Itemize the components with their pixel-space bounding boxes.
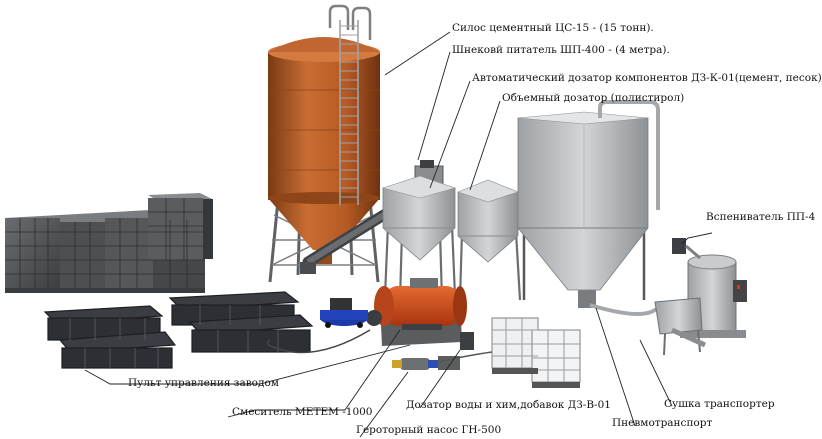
block-stack [5, 218, 60, 288]
label-water-doser: Дозатор воды и хим,добавок ДЗ-В-01 [406, 399, 611, 411]
hose [437, 351, 493, 363]
cement-silo [268, 4, 380, 283]
block-stacks [5, 193, 213, 293]
mixer-machine [366, 278, 467, 346]
block-stack-tall [148, 198, 203, 260]
polystyrene-bin [517, 100, 701, 316]
control-panel [460, 332, 474, 350]
label-control-panel: Пульт управления заводом [128, 377, 279, 389]
plant-diagram: Силос цементный ЦС-15 - (15 тонн). Шнеко… [5, 4, 822, 438]
plant-illustration [5, 4, 747, 438]
gerotor-pump [392, 356, 460, 370]
label-dryer-conveyor: Сушка транспортер [664, 398, 775, 410]
compressor [320, 298, 368, 328]
label-mixer: Смеситель МЕТЕМ -1000 [232, 406, 373, 418]
label-foamer: Вспениватель ПП-4 [706, 211, 816, 223]
molds [43, 291, 314, 369]
foamer-machine [654, 238, 747, 356]
label-screw-feeder: Шнековй питатель ШП-400 - (4 метра). [452, 44, 670, 56]
hose [267, 329, 371, 354]
ibc-tanks [491, 317, 581, 388]
label-pneumo: Пневмотранспорт [612, 417, 713, 429]
leader-lines [84, 31, 713, 438]
component-doser [381, 175, 458, 321]
label-volume-doser: Объемный дозатор (полистирол) [502, 92, 685, 104]
volume-doser [457, 179, 522, 301]
label-silo: Силос цементный ЦС-15 - (15 тонн). [452, 22, 654, 34]
label-pump: Героторный насос ГН-500 [356, 424, 502, 436]
label-auto-doser: Автоматический дозатор компонентов ДЗ-К-… [472, 72, 822, 84]
